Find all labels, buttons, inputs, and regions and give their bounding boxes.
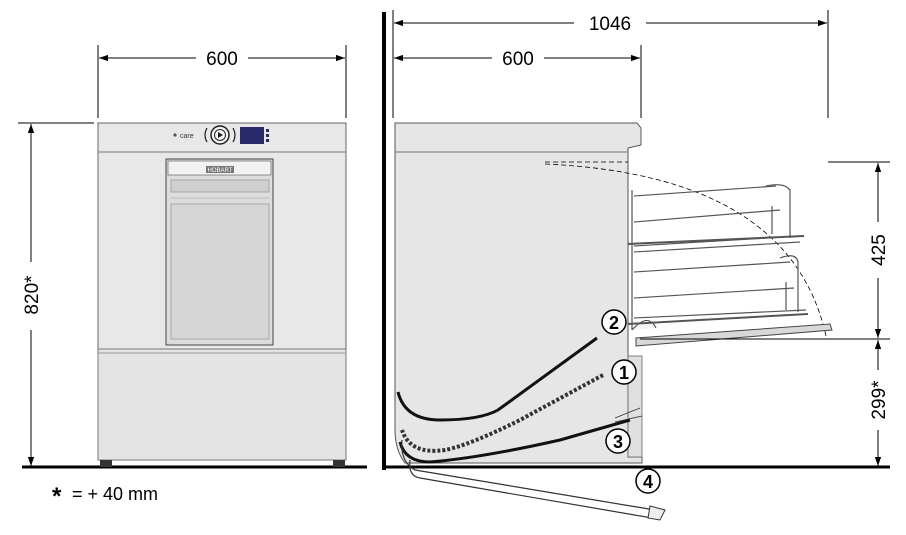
side-machine-body [394,122,643,464]
dish-racks [627,184,809,330]
front-height-label: 820* [22,275,43,315]
drain-hose-end [647,505,666,521]
footnote-text: = + 40 mm [72,484,158,504]
svg-text:4: 4 [643,472,653,492]
door-swing-arc [544,163,827,337]
hose-2 [400,373,604,453]
svg-text:3: 3 [613,432,623,452]
callout-4: 4 [635,468,661,494]
play-icon [218,132,223,138]
open-door [635,323,833,347]
svg-text:2: 2 [609,313,619,333]
callout-3: 3 [605,428,631,454]
front-foot-right [333,460,345,467]
svg-text:1: 1 [619,363,629,383]
side-view: 2 1 3 4 1046 600 425 299* [382,10,890,521]
logo-text: HOBART [208,168,233,174]
led-icon [173,133,177,137]
logo-plate [206,166,234,173]
side-depth-label: 600 [502,49,534,70]
callout-2: 2 [601,309,627,335]
open-door-height-label: 425 [869,234,890,266]
front-width-label: 600 [206,49,238,70]
brand-label: care [180,133,194,140]
front-view: care HOBART 600 820* [18,45,367,469]
footnote-symbol: * [52,483,62,510]
total-depth-label: 1046 [589,14,631,35]
display-panel [240,127,264,144]
front-lower-panel [97,348,347,461]
drain-hose [401,439,656,511]
hose-1 [396,336,598,422]
callout-1: 1 [611,359,637,385]
hose-3 [398,418,631,464]
door-bottom-height-label: 299* [869,380,890,420]
front-foot-left [100,460,112,467]
footnote: * = + 40 mm [52,483,158,510]
